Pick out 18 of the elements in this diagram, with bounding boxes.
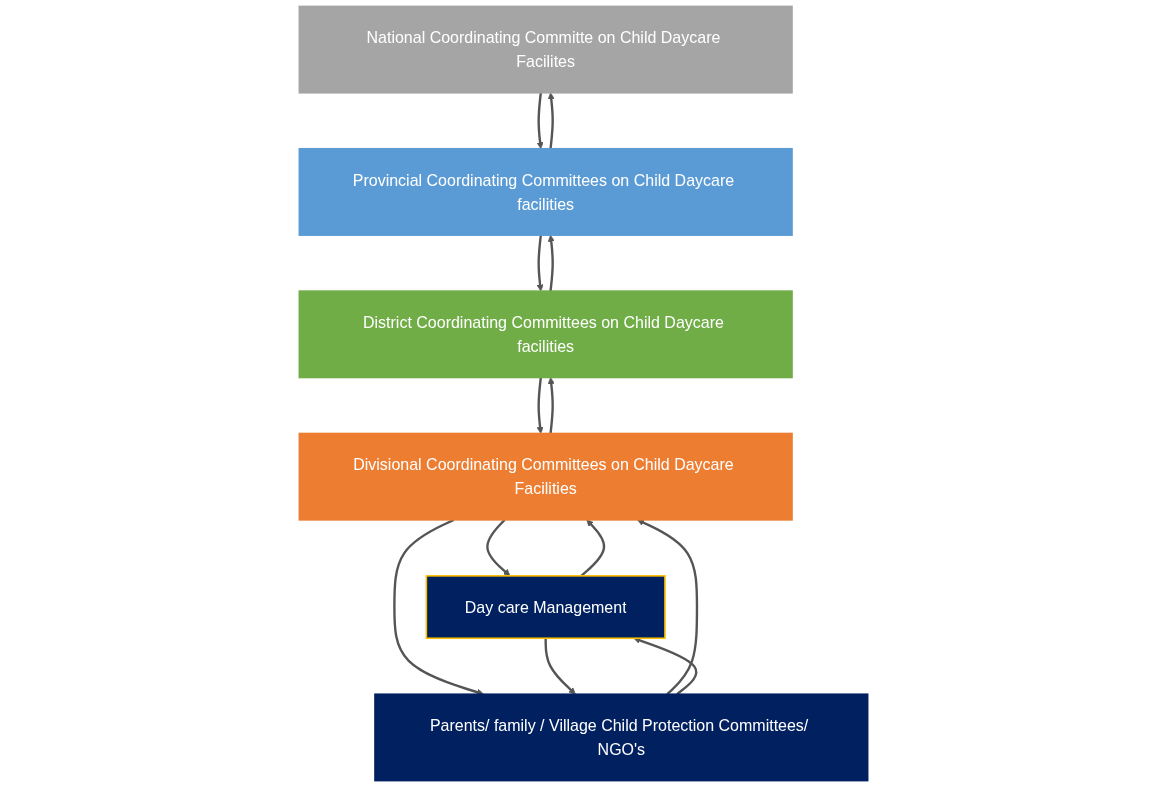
arrow	[547, 377, 555, 434]
arrow	[547, 92, 555, 149]
arrow	[536, 92, 544, 150]
arrow	[486, 519, 511, 577]
arrow	[536, 235, 544, 292]
node-box: National Coordinating Committe on Child Daycare Facilites	[298, 5, 793, 94]
arrow	[547, 234, 555, 292]
arrow	[536, 377, 544, 434]
node-box: Provincial Coordinating Committees on Child Daycare facilities	[298, 147, 793, 236]
node-box: Parents/ family / Village Child Protection Committees/ NGO's	[374, 693, 869, 782]
arrow	[544, 638, 576, 695]
node-box: District Coordinating Committees on Child Daycare facilities	[298, 290, 793, 379]
arrow	[637, 519, 699, 696]
arrow	[580, 519, 606, 577]
node-box: Day care Management	[425, 575, 666, 640]
arrow	[393, 518, 484, 696]
node-box: Divisional Coordinating Committees on Child Daycare Facilities	[298, 432, 793, 521]
arrow	[633, 637, 698, 696]
